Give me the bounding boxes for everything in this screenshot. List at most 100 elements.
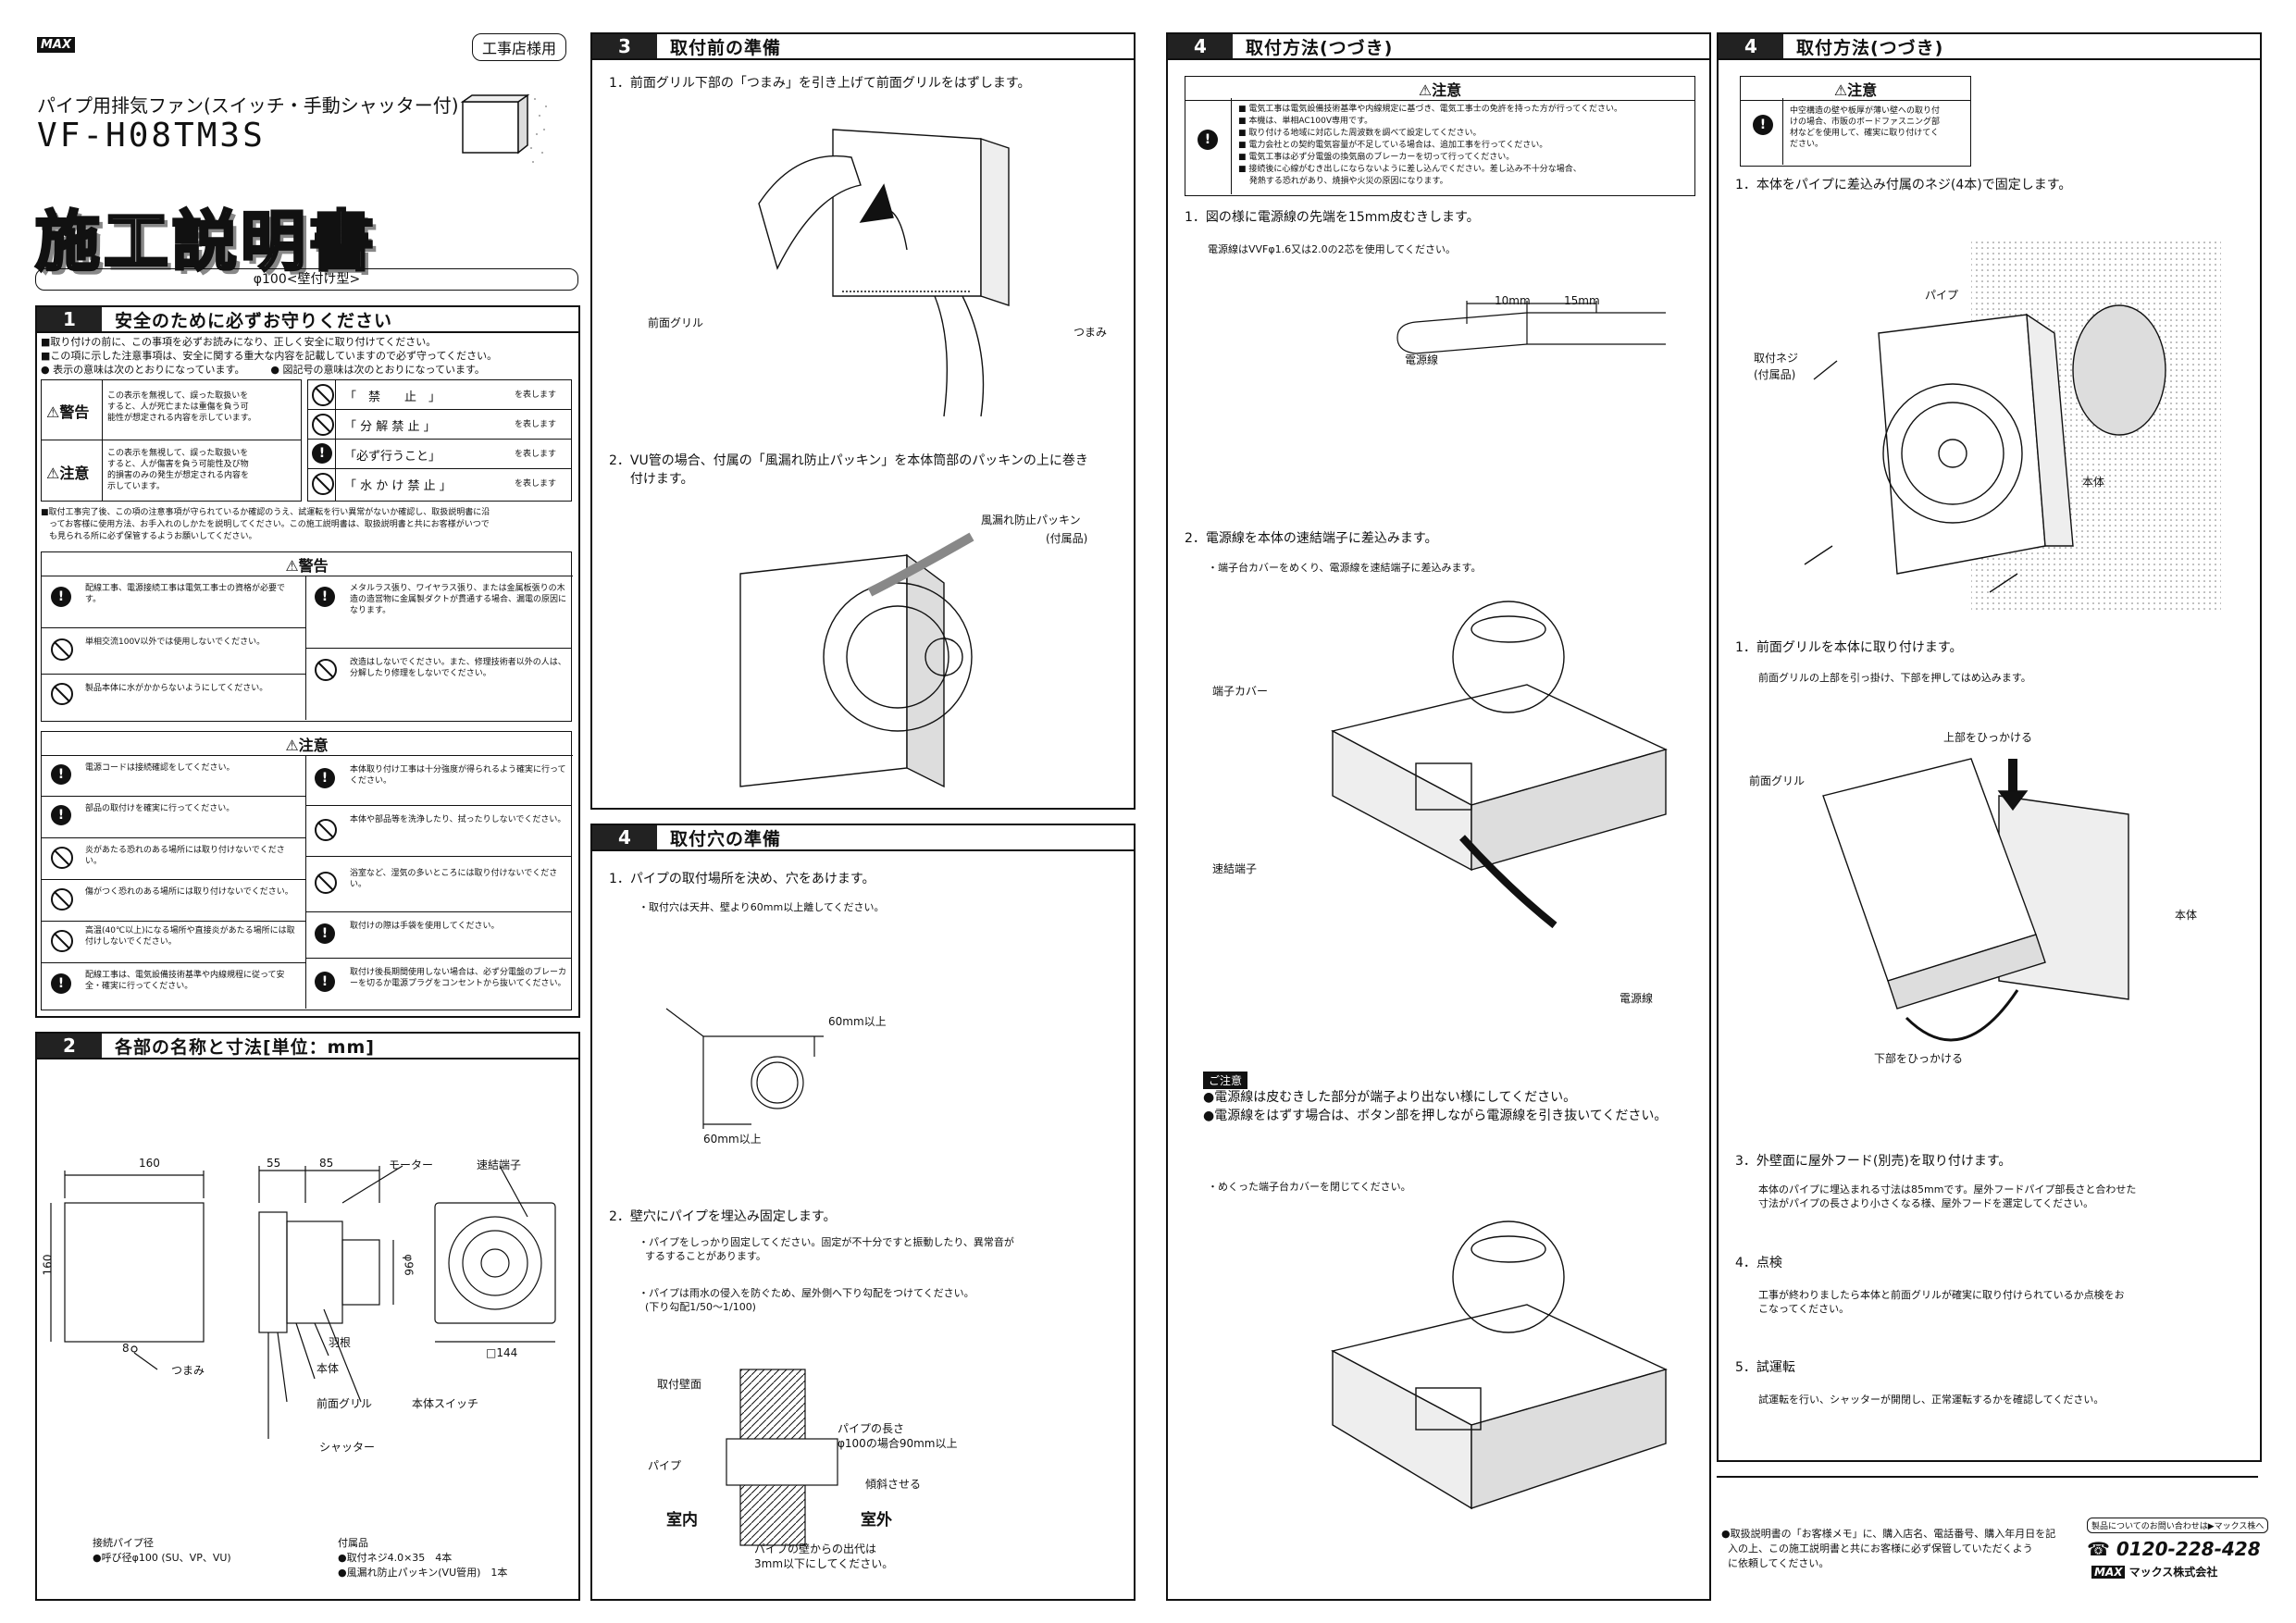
dim-85: 85	[319, 1157, 334, 1170]
label-power-wire: 電源線	[1620, 992, 1654, 1005]
caution-left-6: 配線工事は、電気設備技術基準や内線規程に従って安全・確実に行ってください。	[85, 971, 285, 991]
mandatory-icon: !	[315, 768, 335, 788]
no-disassemble-icon	[315, 659, 337, 681]
caution-left-5: 高温(40℃以上)になる場所や直接炎があたる場所には取付けしないでください。	[85, 926, 295, 947]
label-accessory: (付属品)	[1754, 368, 1796, 381]
label-quick-terminal: 速結端子	[1212, 862, 1258, 875]
label-pipe: パイプ	[1925, 289, 1959, 302]
warning-right-1: メタルラス張り、ワイヤラス張り、または金属板張りの木造の造営物に金属製ダクトが貫…	[350, 584, 567, 615]
legend-warning-tag: ⚠警告	[46, 403, 90, 421]
sec4b-step1: 1．図の様に電源線の先端を15mm皮むきします。	[1185, 210, 1480, 225]
safety-intro-2: ■この項に示した注意事項は、安全に関する重大な内容を記載していますので必ず守って…	[41, 350, 498, 362]
legend-caution-tag: ⚠注意	[46, 465, 90, 482]
mandatory-icon: !	[51, 587, 71, 607]
dim-phi96: φ96	[402, 1254, 416, 1276]
caution-block	[41, 731, 572, 1010]
sec4b-step1-note: 電源線はVVFφ1.6又は2.0の2芯を使用してください。	[1208, 243, 1456, 255]
label-knob: つまみ	[1074, 326, 1108, 339]
accessory-2: ●風漏れ防止パッキン(VU管用) 1本	[338, 1567, 508, 1579]
caution-heading: ⚠注意	[41, 733, 573, 756]
sec4a-step1: 1．パイプの取付場所を決め、穴をあけます。	[609, 872, 875, 886]
section-number: 4	[1719, 34, 1783, 58]
caution-box-4b	[1185, 76, 1695, 196]
section-title: 取付方法(つづき)	[1796, 37, 1944, 58]
mandatory-icon: !	[1753, 115, 1773, 135]
caution-right-4: 取付けの際は手袋を使用してください。	[350, 922, 500, 931]
section-title: 取付穴の準備	[670, 828, 782, 849]
section-4b-body	[1166, 58, 1711, 1601]
mandatory-icon: !	[51, 973, 71, 994]
product-thumbnail-icon	[460, 93, 547, 163]
caution-4b-4: ■ 電力会社との契約電気容量が不足している場合は、追加工事を行ってください。	[1238, 141, 1548, 150]
dim-60-top: 60mm以上	[828, 1015, 887, 1028]
mandatory-icon: !	[315, 587, 335, 607]
packing-wrap-figure	[739, 532, 974, 788]
footer-memo: ●取扱説明書の「お客様メモ」に、購入店名、電話番号、購入年月日を記 入の上、この…	[1721, 1528, 2056, 1569]
caution-left-2: 部品の取付けを確実に行ってください。	[85, 804, 235, 813]
legend-right-table	[307, 379, 572, 502]
safety-closing-2: ってお客様に使用方法、お手入れのしかたを説明してください。この施工説明書は、取扱…	[41, 520, 490, 529]
mandatory-icon: !	[51, 805, 71, 825]
safety-closing-1: ■取付工事完了後、この項の注意事項が守られているか確認のうえ、試運転を行い異常が…	[41, 508, 490, 517]
section-4c-body	[1717, 58, 2262, 1462]
label-hook-top: 上部をひっかける	[1943, 731, 2033, 744]
wire-strip-figure	[1396, 301, 1666, 354]
legend-warning-text: この表示を無視して、誤った取扱いを すると、人が死亡または重傷を負う可 能性が想…	[107, 391, 256, 423]
section-4b-header: 4 取付方法(つづき)	[1166, 32, 1711, 60]
caution-heading: ⚠注意	[1740, 78, 1971, 101]
caution-4b-7: 発熱する恐れがあり、焼損や火災の原因になります。	[1238, 177, 1448, 186]
mandatory-icon: !	[315, 972, 335, 992]
warning-left-2: 単相交流100V以外では使用しないでください。	[85, 638, 266, 647]
sec3-step2: 2．VU管の場合、付属の「風漏れ防止パッキン」を本体筒部のパッキンの上に巻き 付…	[609, 453, 1088, 487]
mount-body-figure	[1804, 241, 2221, 611]
pipe-embed-figure	[726, 1369, 838, 1546]
section-4c-header: 4 取付方法(つづき)	[1717, 32, 2262, 60]
label-front-grille: 前面グリル	[316, 1397, 373, 1410]
no-disassemble-icon	[312, 414, 334, 436]
section-1-body	[35, 331, 580, 1018]
caution-right-3: 浴室など、湿気の多いところには取り付けないでください。	[350, 869, 558, 889]
label-body: 本体	[2175, 909, 2198, 922]
dim-60-side: 60mm以上	[703, 1133, 762, 1146]
legend-suffix: を表します	[515, 450, 557, 459]
label-indoor: 室内	[666, 1511, 698, 1530]
warning-heading: ⚠警告	[41, 553, 573, 576]
section-title: 取付前の準備	[670, 37, 782, 58]
section-title: 各部の名称と寸法[単位：mm]	[115, 1036, 375, 1058]
mandatory-icon: !	[312, 443, 332, 464]
sec4b-note-2: ●電源線をはずす場合は、ボタン部を押しながら電源線を引き抜いてください。	[1203, 1109, 1668, 1123]
warning-block	[41, 551, 572, 722]
safety-closing-3: も見られる所に必ず保管するようお願いしてください。	[41, 532, 257, 541]
sec4c-step3: 3．外壁面に屋外フード(別売)を取り付けます。	[1735, 1154, 2012, 1169]
caution-left-3: 炎があたる恐れのある場所には取り付けないでください。	[85, 846, 285, 866]
label-front-grille: 前面グリル	[1749, 774, 1806, 787]
no-water-icon	[51, 683, 73, 705]
dim-160-width: 160	[139, 1157, 160, 1170]
mount-type-bar: φ100<壁付け型>	[35, 268, 578, 291]
legend-suffix: を表します	[515, 420, 557, 429]
sec4c-step1-note: 前面グリルの上部を引っ掛け、下部を押してはめ込みます。	[1758, 672, 2031, 684]
caution-4b-2: ■ 本機は、単相AC100V専用です。	[1238, 117, 1373, 126]
caution-4b-5: ■ 電気工事は必ず分電盤の換気扇のブレーカーを切って行ってください。	[1238, 153, 1515, 162]
prohibit-icon	[51, 847, 73, 869]
label-wall: 取付壁面	[657, 1378, 702, 1391]
warning-left-3: 製品本体に水がかからないようにしてください。	[85, 684, 268, 693]
dim-144: □144	[486, 1346, 518, 1359]
caution-right-5: 取付け後長期間使用しない場合は、必ず分電盤のブレーカーを切るか電源プラグをコンセ…	[350, 968, 567, 988]
sec4c-step4: 4．点検	[1735, 1256, 1782, 1270]
no-water-icon	[312, 473, 334, 495]
label-power-wire: 電源線	[1405, 353, 1439, 366]
section-4a-header: 4 取付穴の準備	[590, 824, 1136, 851]
accessory-1: ●取付ネジ4.0×35 4本	[338, 1552, 453, 1564]
sec4c-step3-note: 本体のパイプに埋込まれる寸法は85mmです。屋外フードパイプ部長さと合わせた 寸…	[1758, 1183, 2137, 1209]
prohibit-icon	[312, 384, 334, 406]
dim-55: 55	[267, 1157, 281, 1170]
terminal-figure-2	[1331, 1220, 1668, 1510]
sec4c-step4-note: 工事が終わりましたら本体と前面グリルが確実に取り付けられているか点検をお こなっ…	[1758, 1289, 2125, 1315]
warning-right-2: 改造はしないでください。また、修理技術者以外の人は、分解したり修理をしないでくだ…	[350, 658, 566, 678]
label-motor: モーター	[389, 1158, 434, 1171]
label-screw: 取付ネジ	[1754, 352, 1799, 365]
label-quick-terminal: 速結端子	[477, 1158, 522, 1171]
dim-160-height: 160	[41, 1254, 55, 1276]
sec4a-step1-note: ・取付穴は天井、壁より60mm以上離してください。	[639, 901, 885, 913]
